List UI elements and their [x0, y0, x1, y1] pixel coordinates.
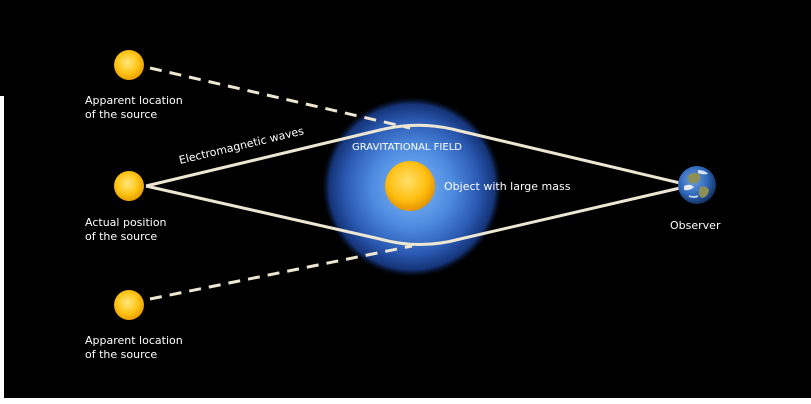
- sun-icon: [114, 171, 144, 201]
- space-background-edge: [0, 0, 4, 96]
- apparent-ray-top: [149, 66, 411, 130]
- actual-position-label-line1: Actual position: [85, 216, 167, 229]
- apparent-ray-bottom: [149, 244, 413, 301]
- gravitational-field-label: GRAVITATIONAL FIELD: [352, 142, 462, 153]
- apparent-location-bottom-label-line2: of the source: [85, 348, 157, 361]
- light-path-lower: [145, 184, 681, 246]
- sun-icon: [114, 50, 144, 80]
- actual-position-label-line2: of the source: [85, 230, 157, 243]
- apparent-location-top-label-line2: of the source: [85, 108, 157, 121]
- light-path-upper: [145, 123, 681, 188]
- apparent-location-top-label-line1: Apparent location: [85, 94, 183, 107]
- sun-icon: [114, 290, 144, 320]
- earth-icon: [678, 166, 716, 204]
- star-icon: [385, 161, 435, 211]
- observer-label: Observer: [670, 219, 721, 232]
- mass-object-label: Object with large mass: [444, 180, 571, 193]
- apparent-location-bottom-label-line1: Apparent location: [85, 334, 183, 347]
